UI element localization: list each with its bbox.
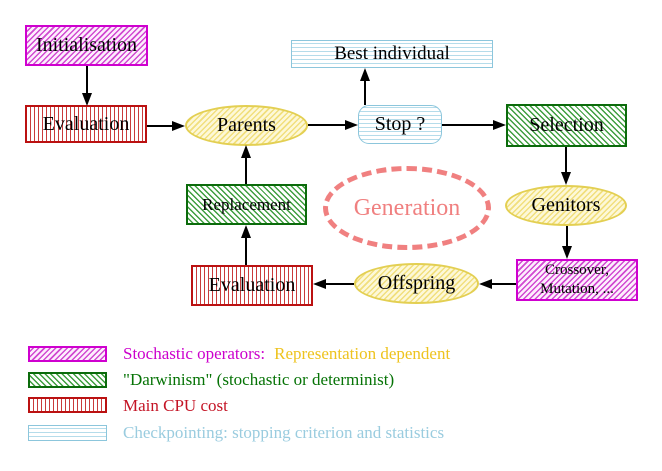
node-evaluation-top: Evaluation xyxy=(25,105,147,143)
arrow-eval-to-replacement-head xyxy=(241,225,251,238)
arrow-offspring-to-eval-head xyxy=(313,279,326,289)
arrow-init-to-eval-head xyxy=(82,93,92,106)
legend-text-representation: Representation dependent xyxy=(274,344,451,363)
node-stop: Stop ? xyxy=(358,105,442,144)
legend-text-stochastic: Stochastic operators: xyxy=(123,344,266,363)
legend-label-cpu-cost: Main CPU cost xyxy=(123,396,228,415)
arrow-eval-to-parents-head xyxy=(172,121,185,131)
arrow-selection-to-genitors-head xyxy=(561,172,571,185)
arrow-replacement-to-parents-head xyxy=(241,145,251,158)
arrow-genitors-to-crossover-head xyxy=(562,246,572,259)
arrow-stop-to-selection-line xyxy=(442,124,494,126)
arrow-selection-to-genitors-line xyxy=(565,147,567,173)
arrow-parents-to-stop-head xyxy=(345,120,358,130)
node-best-individual: Best individual xyxy=(291,40,493,68)
legend-label-darwinism: "Darwinism" (stochastic or determinist) xyxy=(123,370,395,389)
node-replacement: Replacement xyxy=(186,184,307,225)
node-crossover-mutation: Crossover, Mutation, ... xyxy=(516,259,638,301)
crossover-line1: Crossover, xyxy=(545,262,609,279)
generation-loop-ellipse: Generation xyxy=(323,166,491,250)
arrow-init-to-eval-line xyxy=(86,66,88,94)
arrow-replacement-to-parents-line xyxy=(245,157,247,184)
arrow-offspring-to-eval-line xyxy=(325,283,354,285)
legend-label-stochastic-operators: Stochastic operators: Representation depe… xyxy=(123,344,450,364)
arrow-crossover-to-offspring-head xyxy=(479,279,492,289)
node-parents: Parents xyxy=(185,105,308,146)
node-selection: Selection xyxy=(506,104,627,147)
legend-swatch-checkpointing xyxy=(28,425,107,441)
legend-swatch-stochastic-operators xyxy=(28,346,107,362)
crossover-line2: Mutation, ... xyxy=(540,281,614,297)
arrow-eval-to-replacement-line xyxy=(245,237,247,265)
arrow-parents-to-stop-line xyxy=(308,124,346,126)
legend-label-checkpointing: Checkpointing: stopping criterion and st… xyxy=(123,423,445,442)
arrow-genitors-to-crossover-line xyxy=(566,226,568,247)
legend-swatch-cpu-cost xyxy=(28,397,107,413)
generation-label: Generation xyxy=(353,194,461,221)
arrow-stop-to-selection-head xyxy=(493,120,506,130)
node-evaluation-bottom: Evaluation xyxy=(191,265,313,306)
arrow-crossover-to-offspring-line xyxy=(491,283,516,285)
arrow-eval-to-parents-line xyxy=(147,125,173,127)
legend-swatch-darwinism xyxy=(28,372,107,388)
arrow-stop-to-best-head xyxy=(360,68,370,81)
node-genitors: Genitors xyxy=(505,185,627,226)
node-offspring: Offspring xyxy=(354,263,479,304)
arrow-stop-to-best-line xyxy=(364,80,366,105)
node-initialisation: Initialisation xyxy=(25,25,148,66)
